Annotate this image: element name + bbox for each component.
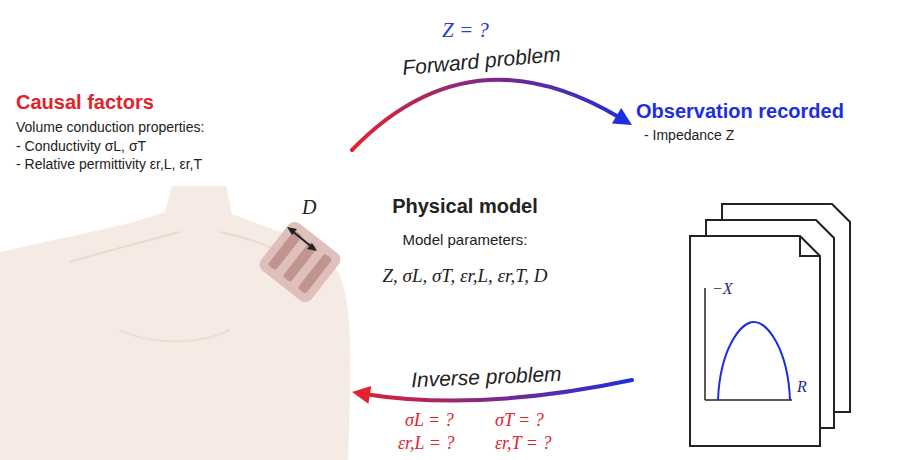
node-heading: Causal factors [16, 90, 348, 115]
unknown-parameter: σL = ? [405, 410, 454, 432]
arrowhead [287, 227, 297, 235]
model-group: Physical modelModel parameters: Z, σL, σT… [375, 190, 555, 296]
arrowhead [307, 243, 317, 251]
torso [0, 186, 350, 460]
edge-label: Forward problem [398, 41, 564, 81]
clavicle-line [70, 232, 180, 262]
document-stack [690, 204, 850, 446]
node-heading: Physical model [379, 194, 551, 219]
dimension-label: D [302, 195, 316, 219]
node-heading: Observation recorded [636, 99, 908, 124]
chest-line [120, 330, 230, 341]
arrowhead [352, 386, 371, 404]
node-text: - Impedance Z [644, 127, 908, 145]
unknown-impedance: Z = ? [442, 18, 489, 43]
unknown-parameter: εr,T = ? [495, 433, 551, 455]
dimension-arrow [291, 230, 313, 248]
nyquist-curve [718, 322, 790, 400]
page-fold [800, 236, 820, 256]
electrode [297, 253, 332, 294]
node-text: Volume conduction properties: [16, 119, 348, 137]
axis-label: R [797, 377, 807, 396]
arrowhead [612, 108, 632, 125]
observation-group: Observation recorded - Impedance Z [632, 95, 912, 445]
unknown-parameter: εr,L = ? [398, 433, 454, 455]
page [690, 236, 820, 446]
axis [704, 288, 706, 400]
node-text: - Relative permittivity εr,L, εr,T [16, 156, 348, 174]
axis-label: −X [712, 279, 733, 298]
causal-group: Causal factorsVolume conduction properti… [12, 86, 352, 456]
node-text: - Conductivity σL, σT [16, 138, 348, 156]
node-text: Model parameters: [379, 231, 551, 250]
process-arrow [352, 80, 620, 150]
electrode-patch [256, 219, 343, 306]
node-text: Z, σL, σT, εr,L, εr,T, D [379, 264, 551, 288]
unknown-parameter: σT = ? [495, 410, 544, 432]
edge-label: Inverse problem [408, 361, 566, 393]
